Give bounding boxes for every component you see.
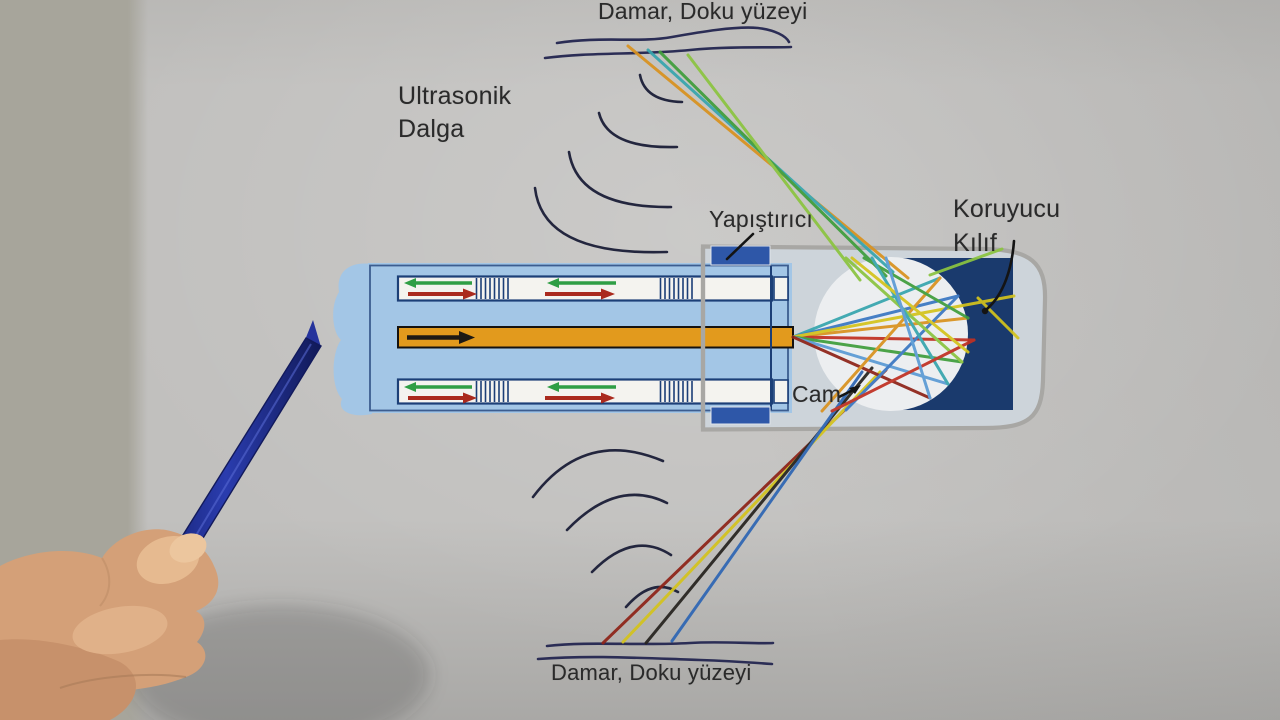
protective-sheath-label-line2: Kılıf [953,229,998,257]
adhesive-block-top [710,245,771,266]
fingertip-highlight [169,533,207,563]
protective-sheath-label: Koruyucu Kılıf [953,192,1060,260]
hand-lower-mass [0,639,137,720]
protective-sheath-label-line1: Koruyucu [953,195,1061,223]
tissue-bottom-label: Damar, Doku yüzeyi [551,660,752,685]
sheath-pointer-dot [981,307,989,315]
ultrasonic-wave-label: Ultrasonik Dalga [398,80,511,146]
fiber-direction-arrow [407,331,475,344]
adhesive-label: Yapıştırıcı [709,206,814,232]
hand [0,529,219,720]
sheath-pointer-line [985,239,1016,311]
finger-highlight-mid [72,605,168,655]
hand-shadow [130,605,430,720]
label-pointers [725,232,1016,399]
adhesive-block-bottom [710,406,771,425]
backward-wave-arrows [404,278,616,392]
catheter-device [333,263,794,416]
ultrasonic-wave-arcs-top [533,73,684,254]
ultrasonic-wave-label-line2: Dalga [398,115,465,143]
grating-hatch-bottom [475,381,693,402]
glass-pointer-head [849,385,861,394]
catheter-left-blob [333,263,372,416]
laser-rays [601,44,1020,645]
tissue-surface-bottom-lines [536,641,775,666]
thumb-crease [99,557,111,607]
forward-wave-arrows [408,288,615,404]
ultrasonic-wave-arcs-bottom [531,449,680,609]
tissue-top-label: Damar, Doku yüzeyi [598,0,808,24]
ultrasonic-wave-label-line1: Ultrasonik [398,82,512,110]
adhesive-pointer-line [725,232,755,261]
grating-hatch-top [475,278,693,299]
device-end-facet [770,266,789,410]
finger-crease [59,673,187,689]
tissue-surface-top-lines [543,26,793,60]
glass-label: Cam [792,381,842,407]
channel-top [396,275,774,302]
